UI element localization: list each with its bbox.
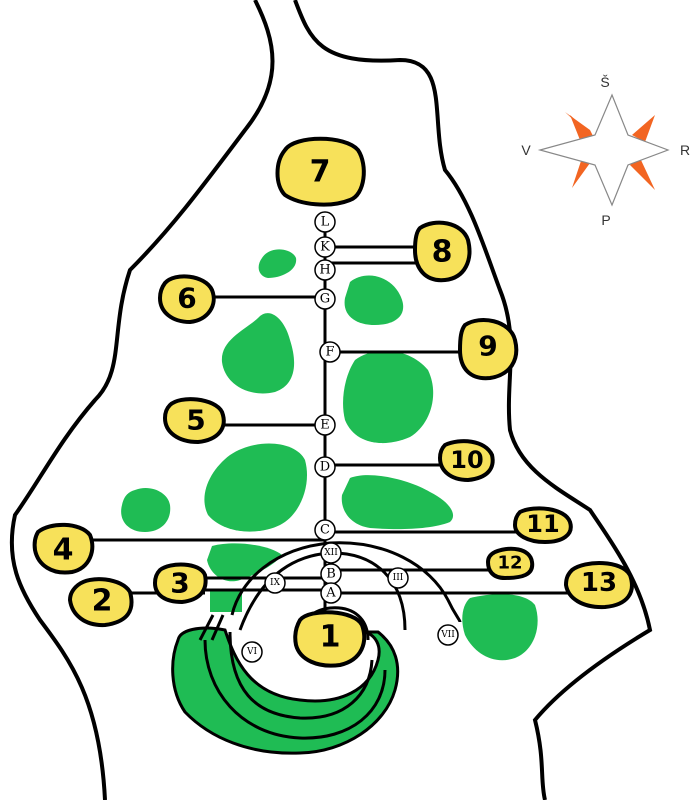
svg-text:8: 8	[432, 235, 453, 270]
spot-2[interactable]: 2	[67, 577, 134, 628]
spot-6[interactable]: 6	[157, 274, 216, 325]
svg-text:E: E	[320, 418, 330, 433]
spot-8[interactable]: 8	[412, 220, 472, 283]
svg-text:A: A	[325, 586, 336, 601]
node-B[interactable]: B	[320, 563, 342, 585]
node-G[interactable]: G	[314, 288, 336, 310]
compass-rose: Š V R P	[521, 74, 690, 228]
svg-text:H: H	[319, 263, 330, 278]
svg-text:1: 1	[320, 620, 341, 655]
green-area	[344, 275, 404, 325]
svg-text:VI: VI	[246, 647, 257, 657]
svg-text:B: B	[326, 567, 336, 582]
green-area-crescent	[171, 626, 400, 755]
node-K[interactable]: K	[314, 236, 336, 258]
svg-text:9: 9	[478, 330, 497, 363]
node-A[interactable]: A	[320, 582, 342, 604]
node-C[interactable]: C	[314, 519, 336, 541]
green-area	[462, 594, 538, 661]
node-E[interactable]: E	[314, 414, 336, 436]
green-area	[204, 443, 308, 532]
compass-west-label: V	[521, 142, 531, 158]
node-H[interactable]: H	[314, 259, 336, 281]
svg-text:VII: VII	[440, 630, 455, 640]
node-III[interactable]: III	[387, 567, 409, 589]
green-area	[343, 350, 434, 444]
compass-south-label: P	[601, 212, 610, 228]
svg-text:13: 13	[581, 568, 617, 598]
spot-11[interactable]: 11	[512, 506, 573, 545]
svg-text:5: 5	[186, 404, 205, 437]
boundary-left	[9, 0, 275, 800]
svg-text:3: 3	[170, 567, 189, 600]
svg-text:K: K	[320, 240, 330, 255]
green-area	[341, 475, 454, 530]
junction-nodes[interactable]: L K H G F E D C XII B A IX III VI VII	[241, 211, 459, 663]
svg-text:7: 7	[310, 155, 331, 190]
node-VI[interactable]: VI	[241, 641, 263, 663]
svg-text:F: F	[325, 345, 334, 360]
spot-12[interactable]: 12	[485, 546, 535, 581]
compass-east-label: R	[680, 142, 690, 158]
spot-9[interactable]: 9	[457, 318, 519, 381]
numbered-spots[interactable]: 7 8 6 9 5 10 11 4	[32, 136, 634, 668]
svg-text:IX: IX	[270, 578, 281, 588]
node-XII[interactable]: XII	[320, 542, 342, 564]
compass-north-label: Š	[600, 74, 609, 90]
green-area	[121, 487, 171, 532]
spot-1[interactable]: 1	[293, 610, 367, 668]
green-area	[258, 249, 297, 278]
green-areas	[121, 249, 538, 755]
boundary-right	[293, 0, 653, 800]
node-D[interactable]: D	[314, 456, 336, 478]
crescent-arcs	[198, 614, 387, 740]
node-L[interactable]: L	[314, 211, 336, 233]
svg-text:D: D	[320, 460, 330, 475]
svg-text:2: 2	[92, 584, 113, 619]
svg-text:C: C	[320, 523, 330, 538]
svg-text:4: 4	[53, 533, 74, 568]
svg-text:G: G	[320, 292, 330, 307]
svg-text:XII: XII	[324, 548, 338, 558]
spot-10[interactable]: 10	[437, 439, 495, 483]
node-IX[interactable]: IX	[264, 572, 286, 594]
svg-text:L: L	[321, 215, 330, 230]
connector-lines	[90, 245, 570, 595]
green-area	[207, 543, 282, 582]
svg-text:11: 11	[526, 510, 559, 538]
green-area	[221, 313, 295, 394]
node-F[interactable]: F	[319, 341, 341, 363]
spot-5[interactable]: 5	[162, 397, 226, 445]
svg-text:12: 12	[497, 553, 522, 574]
spot-13[interactable]: 13	[563, 561, 634, 610]
svg-text:6: 6	[177, 282, 196, 315]
node-VII[interactable]: VII	[437, 624, 459, 646]
spot-3[interactable]: 3	[152, 562, 208, 605]
spot-7[interactable]: 7	[275, 136, 366, 207]
spot-4[interactable]: 4	[32, 522, 95, 575]
svg-text:10: 10	[450, 446, 483, 474]
svg-text:III: III	[393, 573, 404, 583]
